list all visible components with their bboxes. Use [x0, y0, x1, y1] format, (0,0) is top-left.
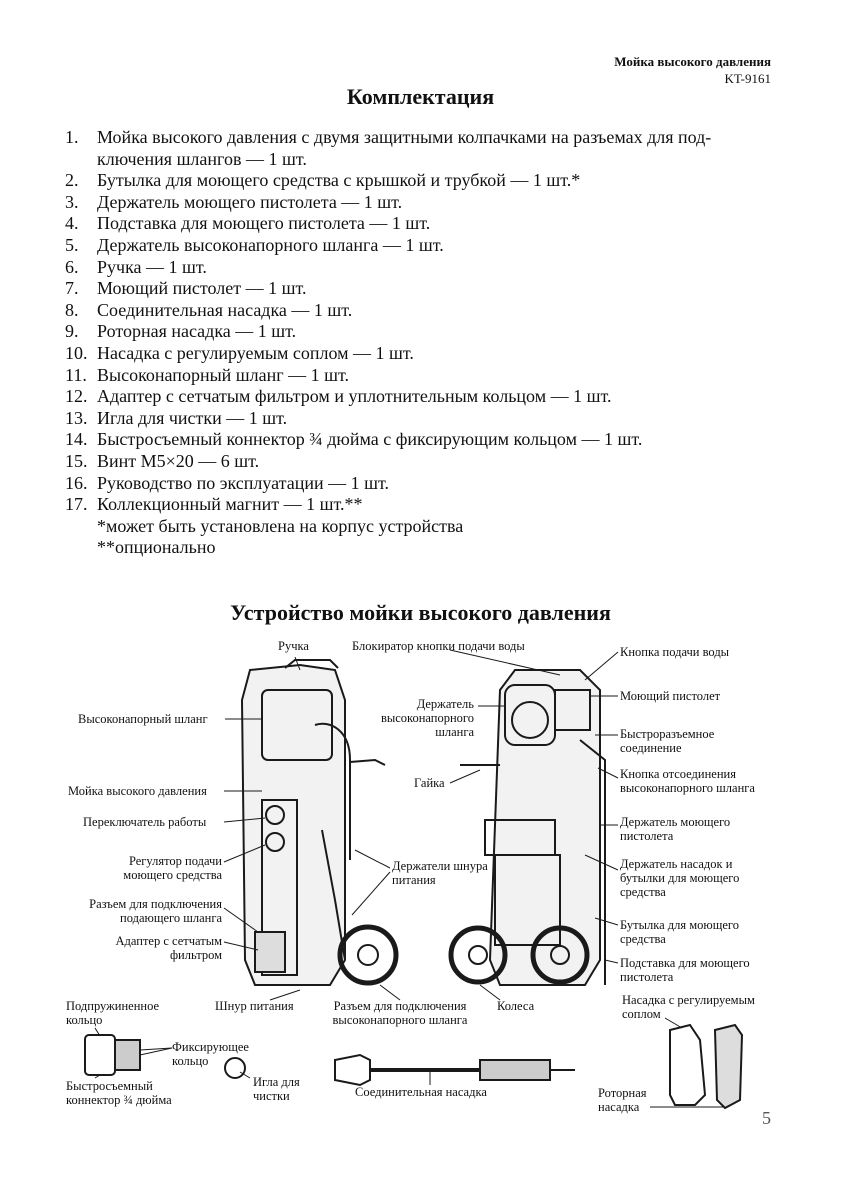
label-inlet-conn: Разъем для подключения подающего шланга	[66, 897, 222, 925]
label-lock-ring: Фиксирующее кольцо	[172, 1040, 267, 1068]
connecting-nozzle-illustration	[335, 1055, 575, 1085]
label-nozzle-holder: Держатель насадок и бутылки для моющего …	[620, 857, 765, 899]
label-rotary-nozzle: Роторная насадка	[598, 1086, 658, 1114]
label-filter-adapter: Адаптер с сетчатым фильтром	[100, 934, 222, 962]
label-quick-conn: Быстроразъемное соединение	[620, 727, 745, 755]
label-wheels: Колеса	[497, 999, 534, 1013]
label-handle: Ручка	[278, 639, 309, 653]
label-hp-hose: Высоконапорный шланг	[78, 712, 208, 726]
washer-front-view	[451, 670, 605, 985]
label-nut: Гайка	[414, 776, 445, 790]
nozzles-illustration	[670, 1025, 742, 1108]
label-power-cord: Шнур питания	[215, 999, 294, 1013]
label-water-lock: Блокиратор кнопки подачи воды	[352, 639, 525, 653]
label-gun-holder: Держатель моющего пистолета	[620, 815, 760, 843]
label-quick-connector: Быстросъемный коннектор ¾ дюйма	[66, 1079, 196, 1107]
label-hose-holder: Держатель высоконапорного шланга	[370, 697, 474, 739]
label-spring-ring: Подпружиненное кольцо	[66, 999, 178, 1027]
label-gun-stand: Подставка для моющего пистолета	[620, 956, 770, 984]
label-detergent-bottle: Бутылка для моющего средства	[620, 918, 760, 946]
label-detergent-reg: Регулятор подачи моющего средства	[100, 854, 222, 882]
page-number: 5	[762, 1108, 771, 1129]
label-connecting-nozzle: Соединительная насадка	[355, 1085, 487, 1099]
label-hose-release: Кнопка отсоединения высоконапорного шлан…	[620, 767, 780, 795]
label-cord-holders: Держатели шнура питания	[392, 859, 492, 887]
label-gun: Моющий пистолет	[620, 689, 720, 703]
label-water-button: Кнопка подачи воды	[620, 645, 729, 659]
label-washer: Мойка высокого давления	[68, 784, 207, 798]
label-needle: Игла для чистки	[253, 1075, 328, 1103]
label-adj-nozzle: Насадка с регулируемым соплом	[622, 993, 782, 1021]
label-switch: Переключатель работы	[83, 815, 206, 829]
label-hp-outlet: Разъем для подключения высоконапорного ш…	[320, 999, 480, 1027]
